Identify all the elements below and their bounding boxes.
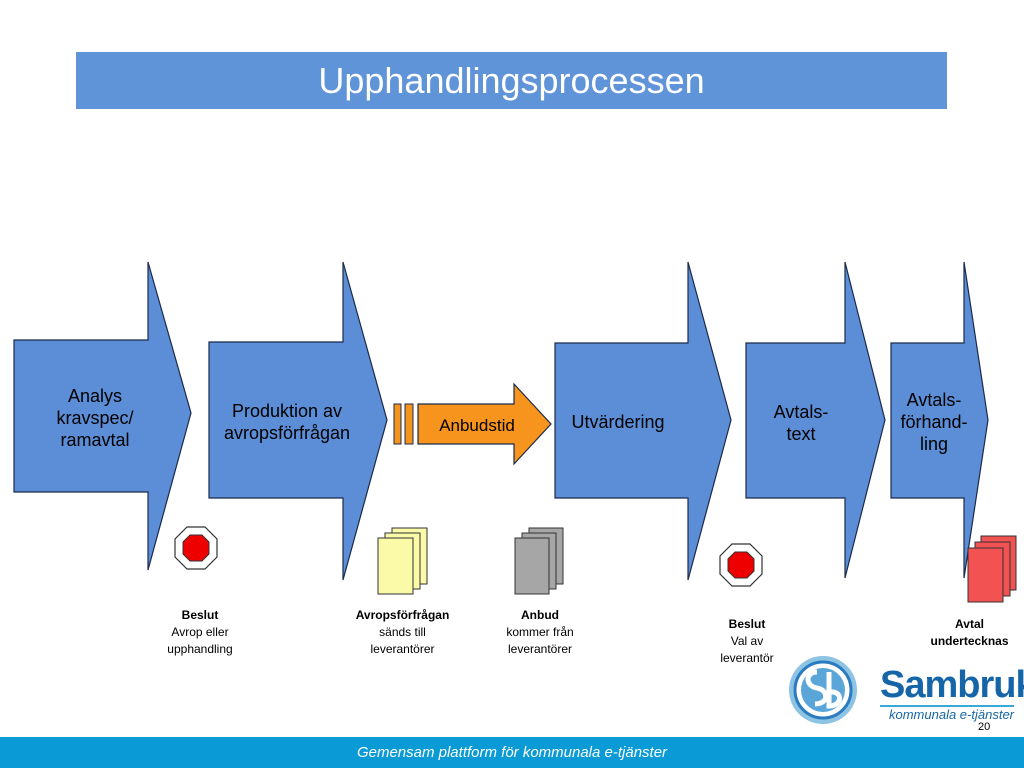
orange-bar [404,403,414,445]
step-label-analys: Analys kravspec/ ramavtal [56,386,134,450]
stop-sign-icon [719,543,763,587]
red-documents-icon [967,535,1017,603]
chevron-forhandling [890,261,989,579]
step-label-utvardering: Utvärdering [571,412,665,432]
chevron-produktion [208,261,388,581]
chevron-avtalstext [745,261,886,579]
gray-documents-icon [514,527,564,595]
slide-title: Upphandlingsprocessen [76,52,947,109]
step-label-avtalstext: Avtals- text [773,402,829,444]
orange-bar [393,403,402,445]
step-label-anbudstid: Anbudstid [439,416,515,435]
chevron-utvardering [554,261,732,581]
arrow-anbudstid [417,382,552,466]
step-label-produktion: Produktion av avropsförfrågan [223,401,351,443]
logo-tagline: kommunala e-tjänster [880,705,1014,723]
step-label-forhandling: Avtals- förhand- ling [900,390,968,454]
sambruk-logo: Sambruk kommunala e-tjänster [880,665,1024,723]
footer-bar: Gemensam plattform för kommunala e-tjäns… [0,737,1024,768]
logo-name: Sambruk [880,664,1024,706]
stop-sign-icon [174,526,218,570]
yellow-documents-icon [377,527,428,595]
chevron-analys [13,261,192,571]
page-number: 20 [978,721,991,733]
milestone-caption: Avtal undertecknas [930,617,1009,648]
sambruk-emblem-icon [789,656,857,724]
